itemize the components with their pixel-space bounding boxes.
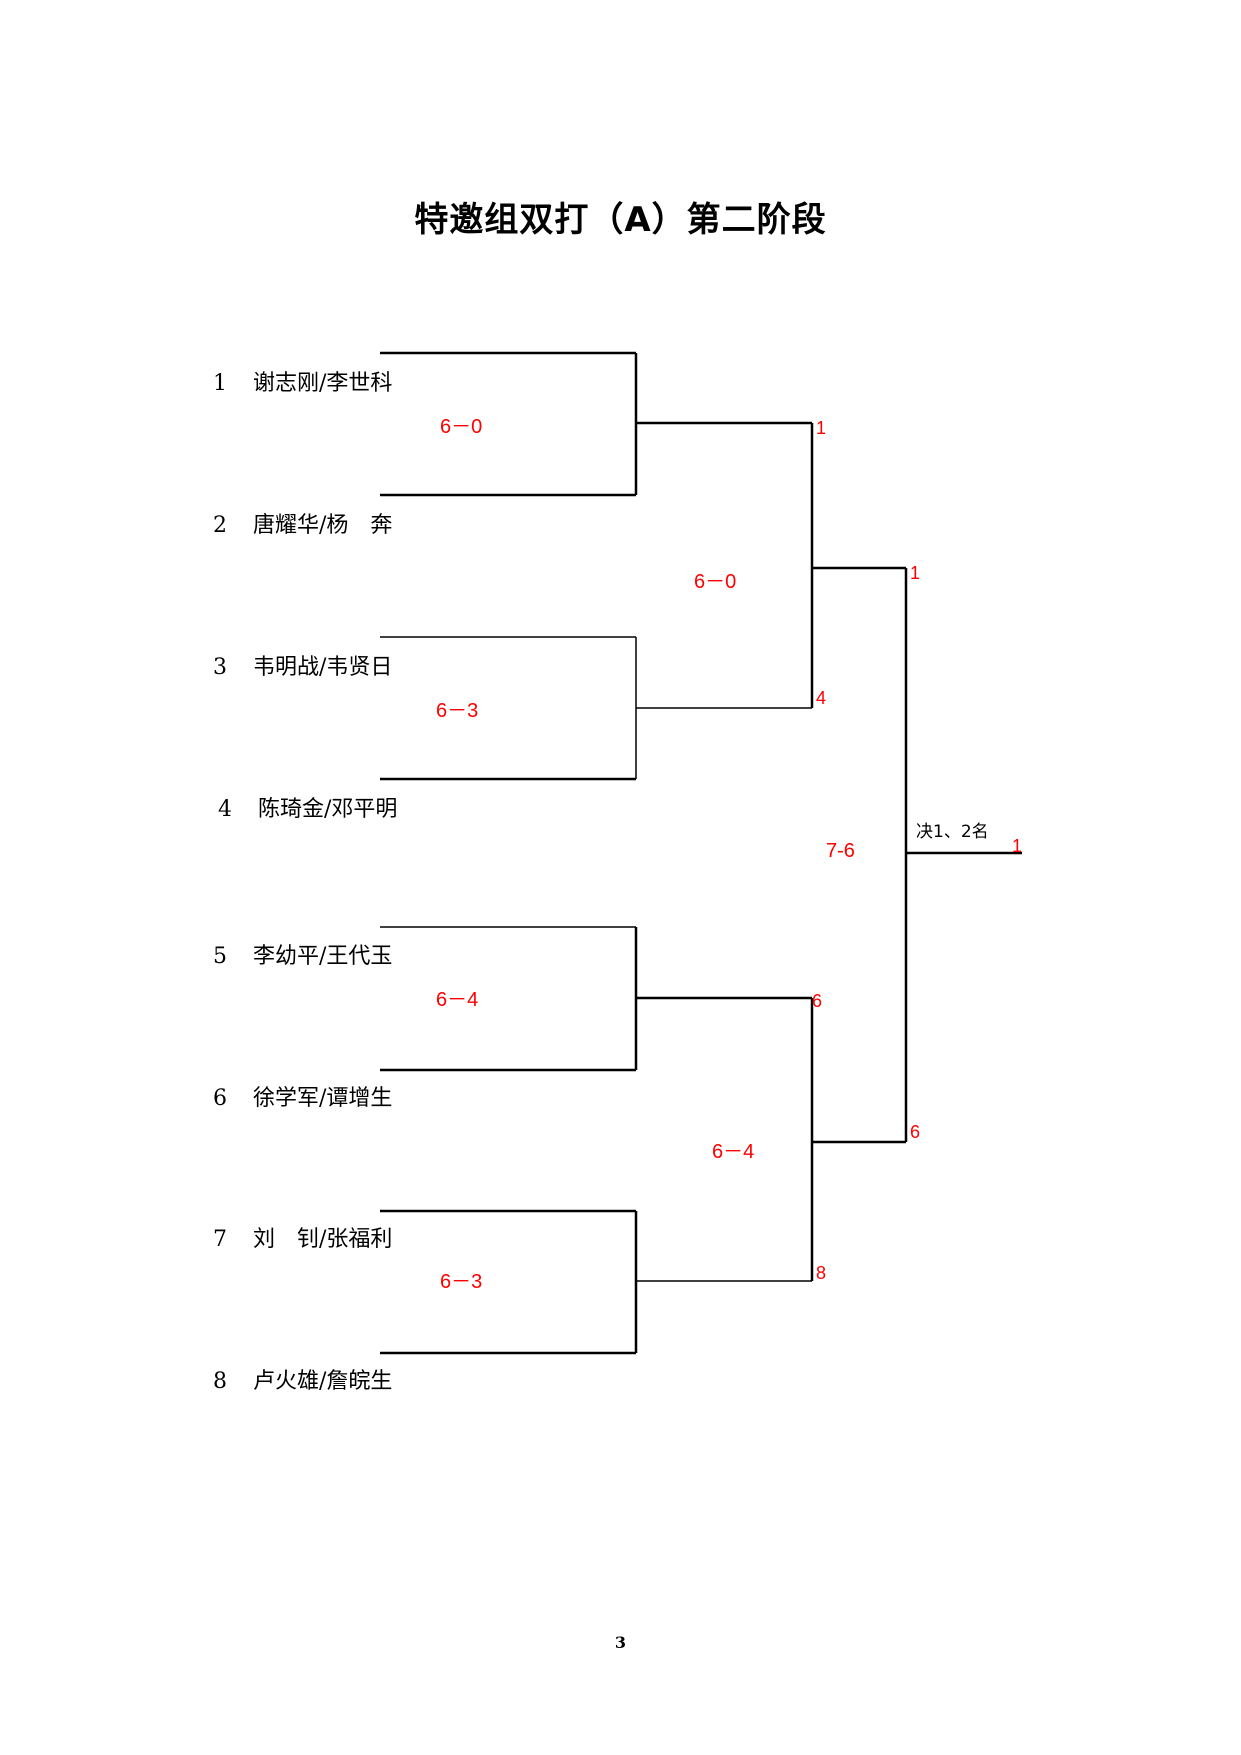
team-name: 李幼平/王代玉 — [252, 944, 393, 969]
team-entry: 8 卢火雄/詹皖生 — [185, 1338, 392, 1420]
team-entry: 1 谢志刚/李世科 — [185, 340, 392, 422]
match-score: 6－3 — [436, 700, 479, 722]
team-seed: 7 — [212, 1227, 227, 1252]
page-number: 3 — [614, 1633, 627, 1652]
match-winner: 6 — [910, 1122, 921, 1142]
team-name: 陈琦金/邓平明 — [257, 797, 398, 822]
match-winner: 4 — [816, 688, 827, 708]
match-winner: 1 — [816, 418, 827, 438]
team-seed: 2 — [212, 513, 227, 538]
match-winner: 6 — [812, 991, 823, 1011]
match-score: 6－0 — [694, 571, 737, 593]
final-score: 7-6 — [826, 840, 855, 862]
page-title: 特邀组双打（A）第二阶段 — [414, 200, 827, 240]
team-entry: 6 徐学军/谭增生 — [185, 1055, 392, 1137]
team-seed: 4 — [217, 797, 232, 822]
team-seed: 1 — [212, 371, 227, 396]
team-seed: 5 — [212, 944, 227, 969]
team-name: 韦明战/韦贤日 — [252, 655, 393, 680]
champion: 1 — [1012, 836, 1023, 856]
team-name: 唐耀华/杨 奔 — [252, 513, 393, 538]
match-winner: 1 — [910, 563, 921, 583]
match-winner: 8 — [816, 1263, 827, 1283]
team-entry: 4 陈琦金/邓平明 — [190, 766, 397, 848]
team-name: 谢志刚/李世科 — [252, 371, 393, 396]
team-seed: 3 — [212, 655, 227, 680]
team-entry: 2 唐耀华/杨 奔 — [185, 482, 392, 564]
match-score: 6－3 — [440, 1271, 483, 1293]
team-seed: 8 — [212, 1369, 227, 1394]
match-score: 6－4 — [712, 1141, 755, 1163]
team-name: 徐学军/谭增生 — [252, 1086, 393, 1111]
team-entry: 5 李幼平/王代玉 — [185, 913, 392, 995]
team-seed: 6 — [212, 1086, 227, 1111]
team-name: 刘 钊/张福利 — [252, 1227, 393, 1252]
team-entry: 3 韦明战/韦贤日 — [185, 624, 392, 706]
final-label: 决1、2名 — [916, 822, 989, 842]
match-score: 6－4 — [436, 989, 479, 1011]
match-score: 6－0 — [440, 416, 483, 438]
team-entry: 7 刘 钊/张福利 — [185, 1196, 392, 1278]
team-name: 卢火雄/詹皖生 — [252, 1369, 393, 1394]
